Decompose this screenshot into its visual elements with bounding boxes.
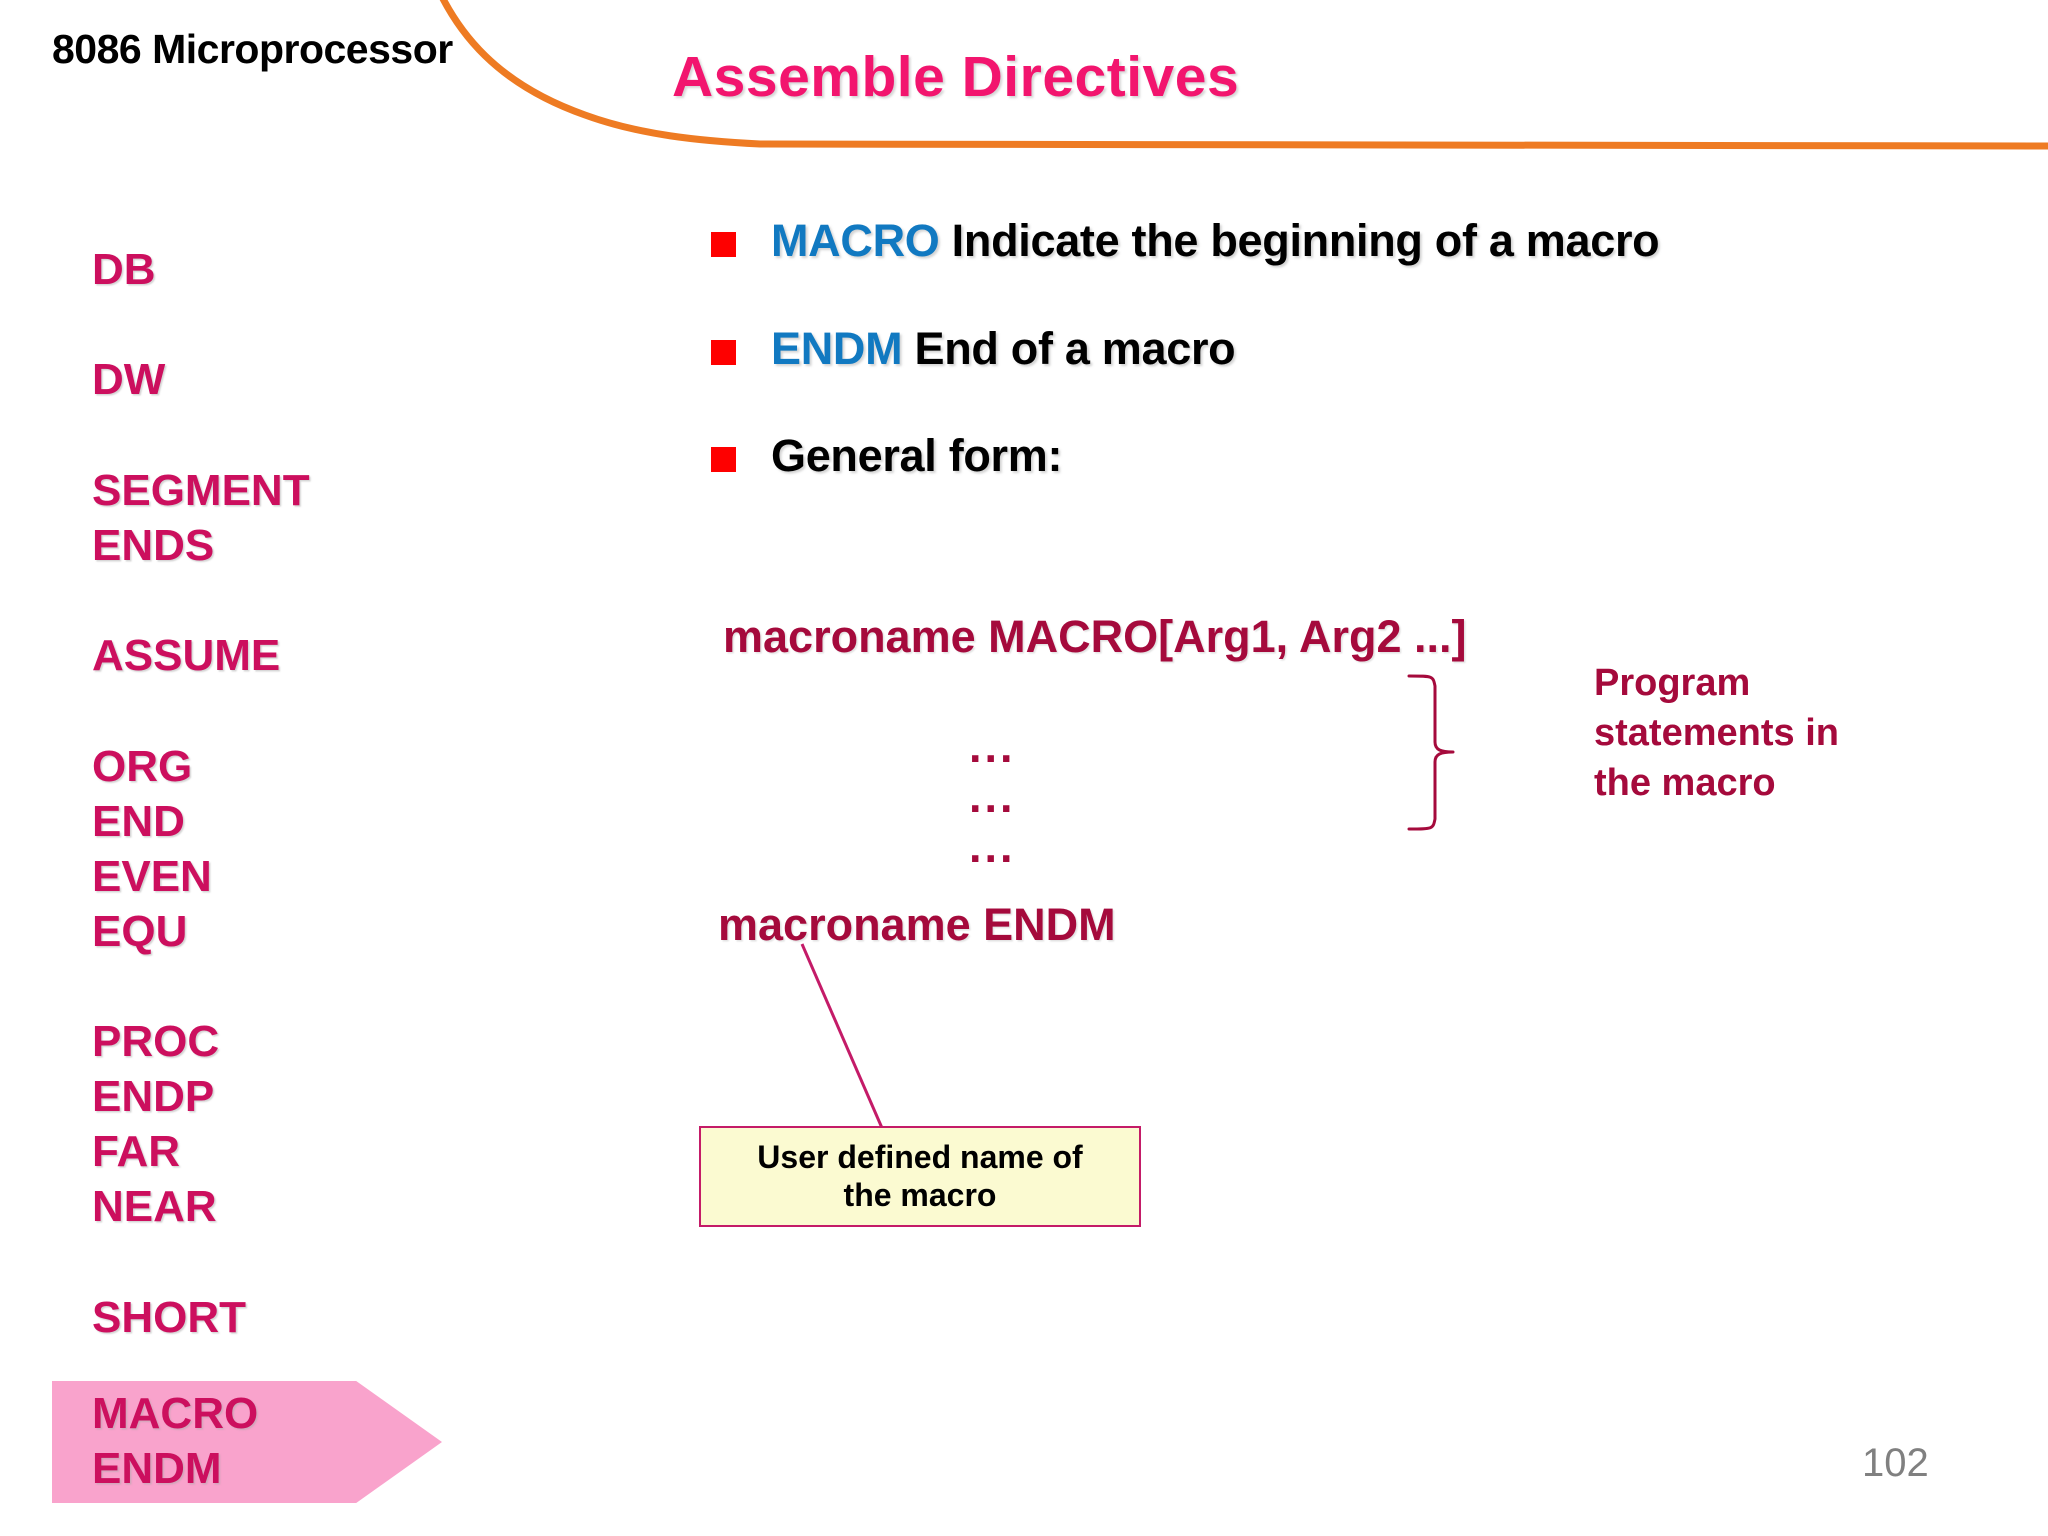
program-statements-line-1: Program (1594, 662, 1751, 704)
directive-item-segment[interactable]: SEGMENT (92, 466, 310, 515)
directive-item-assume[interactable]: ASSUME (92, 631, 281, 680)
directive-item-end[interactable]: END (92, 797, 185, 846)
bullet-endm-description: End of a macro (902, 323, 1236, 374)
directive-item-equ[interactable]: EQU (92, 907, 188, 956)
directive-item-short[interactable]: SHORT (92, 1293, 246, 1342)
macro-body-ellipsis-1: ... (969, 721, 1016, 772)
bullet-macro-description: Indicate the beginning of a macro (939, 215, 1660, 266)
directive-item-ends[interactable]: ENDS (92, 521, 215, 570)
directive-item-dw[interactable]: DW (92, 355, 166, 404)
page-number: 102 (1862, 1441, 1929, 1485)
bullet-macro: MACRO Indicate the beginning of a macro (711, 215, 1660, 267)
macro-body-ellipsis-2: ... (969, 771, 1016, 822)
course-label: 8086 Microprocessor (52, 26, 453, 72)
macro-highlight-arrow (52, 1381, 442, 1503)
bullet-endm-text: ENDM End of a macro (771, 323, 1236, 375)
bullet-endm: ENDM End of a macro (711, 323, 1236, 375)
program-statements-line-3: the macro (1594, 762, 1776, 804)
keyword-macro: MACRO (771, 215, 940, 266)
directive-item-near[interactable]: NEAR (92, 1182, 217, 1231)
square-bullet-icon (711, 232, 736, 257)
directive-item-far[interactable]: FAR (92, 1127, 180, 1176)
macro-declaration-line: macroname MACRO[Arg1, Arg2 ...] (723, 611, 1467, 662)
program-statements-line-2: statements in (1594, 712, 1839, 754)
directive-item-proc[interactable]: PROC (92, 1017, 220, 1066)
bullet-macro-text: MACRO Indicate the beginning of a macro (771, 215, 1660, 267)
directive-item-macro[interactable]: MACRO (92, 1389, 259, 1438)
callout-line-1: User defined name of (757, 1138, 1083, 1175)
directive-item-org[interactable]: ORG (92, 742, 193, 791)
square-bullet-icon (711, 340, 736, 365)
directive-item-even[interactable]: EVEN (92, 852, 212, 901)
directive-item-endp[interactable]: ENDP (92, 1072, 215, 1121)
macro-body-ellipsis-3: ... (969, 821, 1016, 872)
macro-end-line: macroname ENDM (718, 899, 1116, 950)
callout-box-user-defined-name: User defined name of the macro (699, 1126, 1141, 1227)
directive-item-endm[interactable]: ENDM (92, 1444, 222, 1493)
curly-brace-icon (1407, 674, 1455, 831)
keyword-endm: ENDM (771, 323, 903, 374)
square-bullet-icon (711, 447, 736, 472)
bullet-general-form-text: General form: (771, 430, 1063, 481)
directive-list: DB DW SEGMENT ENDS ASSUME ORG END EVEN E… (0, 0, 470, 1536)
page-title: Assemble Directives (672, 45, 1240, 109)
directive-item-db[interactable]: DB (92, 245, 156, 294)
callout-leader-line (800, 943, 884, 1129)
program-statements-label: Program statements in the macro (1594, 664, 1934, 814)
bullet-general-form: General form: (711, 430, 1062, 482)
callout-line-2: the macro (843, 1176, 997, 1213)
